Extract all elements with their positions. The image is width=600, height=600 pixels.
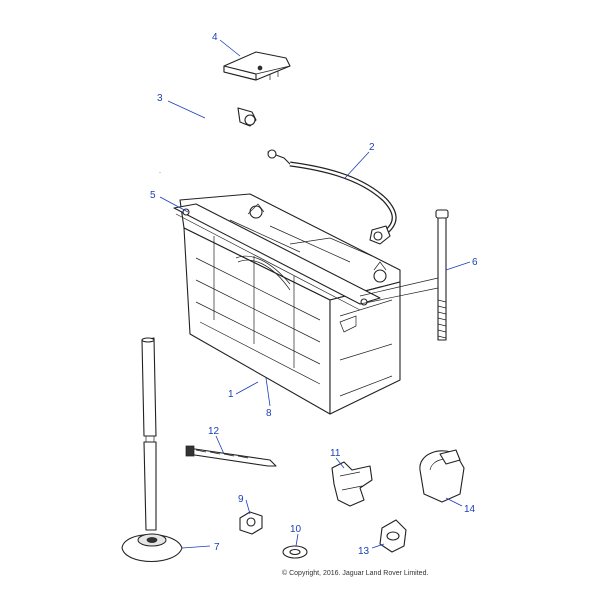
callout-2: 2 (369, 142, 375, 153)
clip-part-13 (379, 519, 407, 553)
clamp-part-5 (173, 203, 381, 311)
callout-13: 13 (358, 546, 370, 557)
clip-part-11 (331, 461, 373, 507)
bolt-part-6 (359, 209, 449, 341)
battery-part-1 (179, 193, 401, 415)
callout-12: 12 (208, 426, 220, 437)
grommet-part-7 (121, 533, 183, 563)
callout-1: 1 (228, 389, 234, 400)
callout-9: 9 (238, 494, 244, 505)
callout-7: 7 (214, 542, 220, 553)
callout-3: 3 (157, 93, 163, 104)
cable-part-3 (158, 101, 257, 173)
callout-11: 11 (330, 448, 341, 459)
terminal-cover-part-4 (223, 51, 291, 81)
callout-5: 5 (150, 190, 156, 201)
vent-tube-part-8 (141, 337, 157, 531)
callout-4: 4 (212, 32, 218, 43)
washer-part-10 (282, 545, 308, 559)
cable-tie-part-12 (185, 445, 277, 467)
callout-8: 8 (266, 408, 272, 419)
callout-14: 14 (464, 504, 476, 515)
nut-part-9 (239, 511, 263, 535)
cable-part-2 (267, 149, 397, 245)
callout-10: 10 (290, 524, 302, 535)
copyright-notice: © Copyright, 2016. Jaguar Land Rover Lim… (282, 569, 428, 577)
callout-6: 6 (472, 257, 478, 268)
leader-lines (159, 39, 471, 549)
bracket-part-14 (419, 449, 465, 503)
